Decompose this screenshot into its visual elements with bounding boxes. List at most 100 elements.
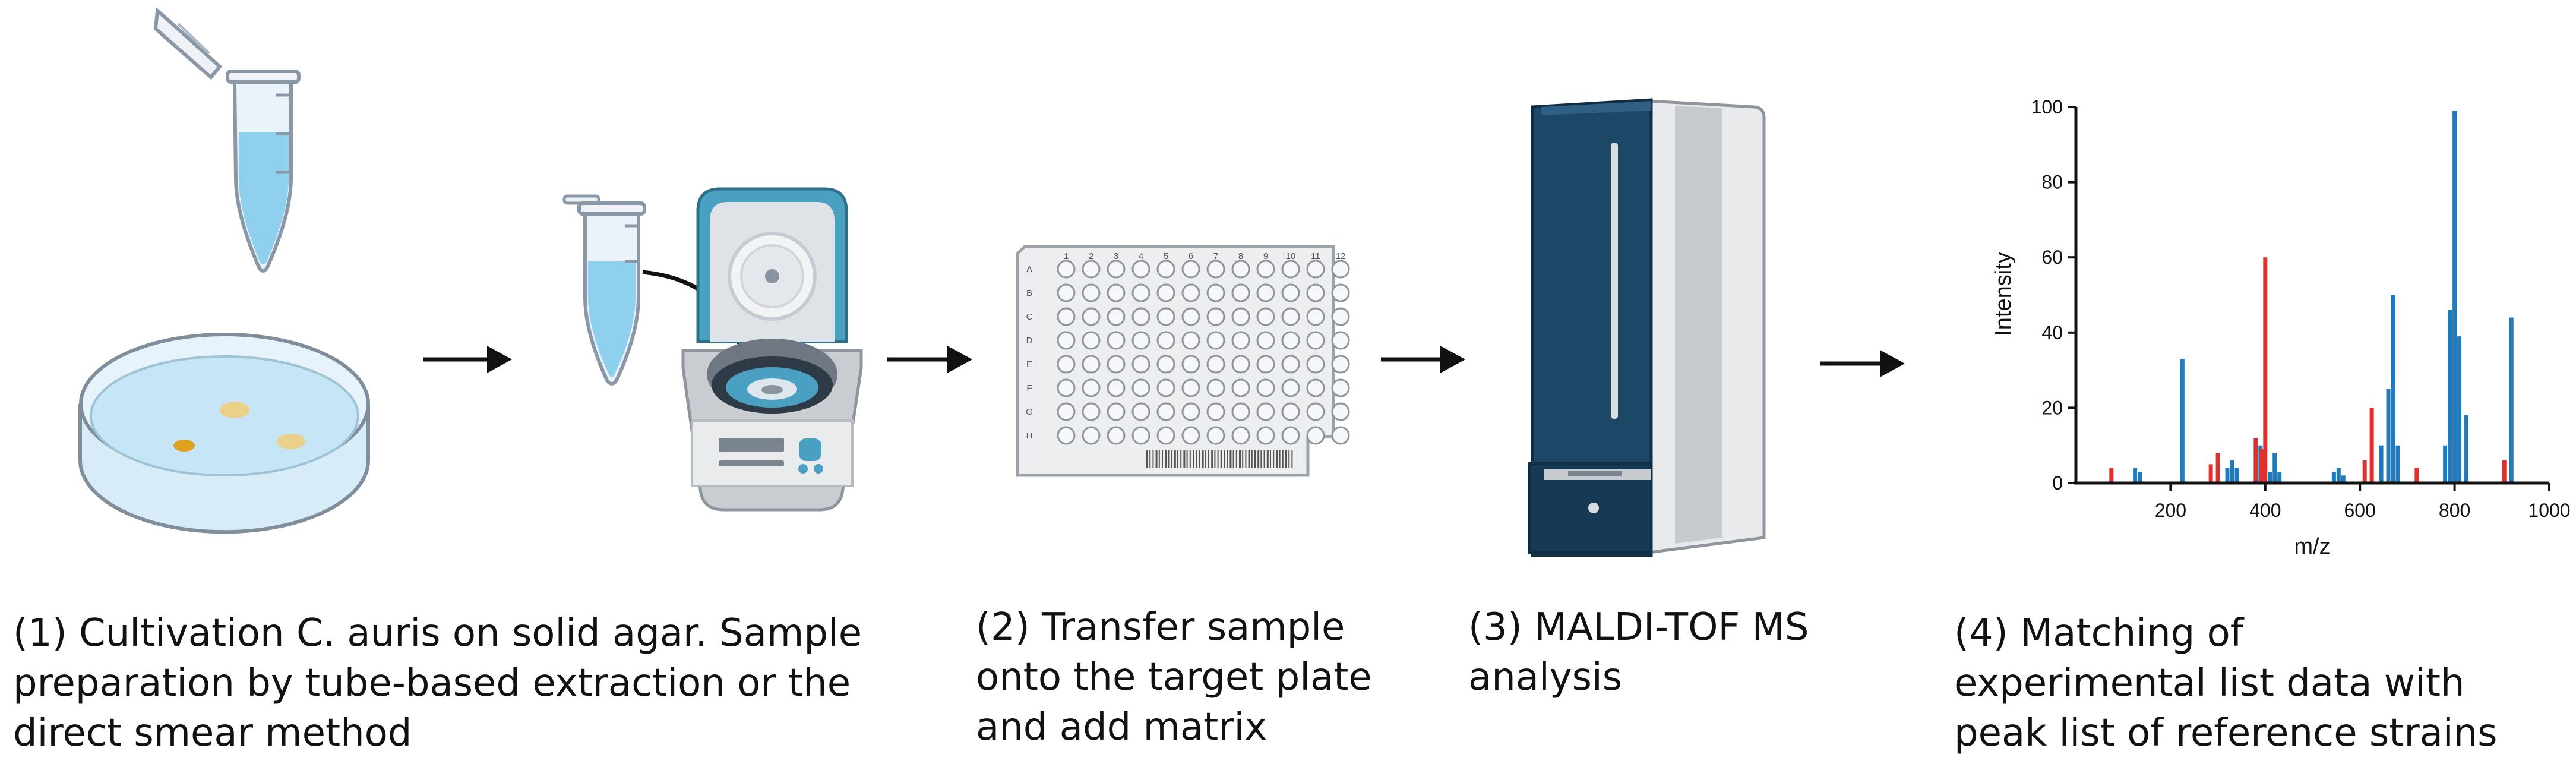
y-tick-label: 80: [2041, 172, 2063, 193]
chart-bars: [2109, 111, 2514, 483]
plate-well: [1156, 378, 1175, 397]
plate-well: [1057, 378, 1076, 397]
spectrum-peak: [2391, 295, 2395, 483]
centrifuge-icon: [681, 187, 863, 512]
y-axis-label: Intensity: [1991, 252, 2016, 336]
plate-well: [1181, 307, 1200, 326]
barcode-bar: [1211, 450, 1213, 468]
barcode-bar: [1171, 450, 1172, 468]
plate-well: [1156, 260, 1175, 279]
plate-well: [1206, 402, 1225, 421]
barcode-bar: [1291, 450, 1293, 468]
barcode-bar: [1217, 450, 1219, 468]
barcode-bar: [1282, 450, 1284, 468]
spectrum-peak: [2272, 453, 2277, 483]
plate-well: [1107, 402, 1126, 421]
barcode-bar: [1158, 450, 1160, 468]
plate-well: [1281, 260, 1300, 279]
plate-well: [1131, 378, 1150, 397]
barcode-bar: [1263, 450, 1265, 468]
spectrum-peak: [2109, 468, 2114, 483]
barcode-bar: [1146, 450, 1148, 468]
plate-well: [1306, 378, 1325, 397]
barcode-bar: [1177, 450, 1178, 468]
plate-well: [1082, 331, 1101, 350]
plate-well: [1231, 260, 1250, 279]
plate-well: [1057, 283, 1076, 302]
plate-well: [1281, 426, 1300, 445]
caption-line: (1) Cultivation C. auris on solid agar. …: [13, 611, 862, 655]
arrow-right-icon: [887, 346, 972, 373]
plate-well: [1331, 378, 1350, 397]
plate-well: [1181, 402, 1200, 421]
maldi-tof-instrument-icon: [1528, 98, 1766, 557]
plate-row-label: F: [1026, 383, 1032, 393]
caption-line: peak list of reference strains: [1954, 711, 2498, 755]
plate-well: [1057, 355, 1076, 374]
plate-row-label: G: [1026, 407, 1033, 417]
x-tick-label: 400: [2249, 500, 2281, 521]
barcode-bar: [1165, 450, 1167, 468]
plate-well: [1131, 402, 1150, 421]
barcode-bar: [1251, 450, 1253, 468]
plate-well: [1181, 283, 1200, 302]
plate-well: [1206, 260, 1225, 279]
plate-column-label: 8: [1238, 251, 1243, 261]
plate-well: [1181, 331, 1200, 350]
barcode-bar: [1270, 450, 1271, 468]
plate-well: [1331, 355, 1350, 374]
plate-well: [1107, 426, 1126, 445]
plate-well: [1331, 402, 1350, 421]
plate-well: [1057, 426, 1076, 445]
caption-line: (2) Transfer sample: [976, 605, 1345, 649]
barcode-bar: [1232, 450, 1234, 468]
barcode-bar: [1149, 450, 1151, 468]
y-tick-label: 100: [2031, 96, 2063, 118]
spectrum-peak: [2268, 472, 2272, 483]
barcode-bar: [1193, 450, 1194, 468]
plate-well: [1082, 283, 1101, 302]
spectrum-peak: [2253, 438, 2258, 483]
barcode-bar: [1208, 450, 1209, 468]
spectrum-peak: [2225, 468, 2230, 483]
plate-well: [1057, 307, 1076, 326]
plate-well: [1131, 260, 1150, 279]
plate-well: [1306, 283, 1325, 302]
spectrum-peak: [2138, 472, 2142, 483]
plate-well: [1206, 283, 1225, 302]
plate-column-label: 9: [1263, 251, 1268, 261]
spectrum-peak: [2341, 475, 2346, 483]
plate-well: [1281, 378, 1300, 397]
spectrum-peak: [2133, 468, 2138, 483]
plate-well: [1082, 355, 1101, 374]
barcode-bar: [1183, 450, 1186, 468]
arrow-right-icon: [1381, 346, 1465, 373]
plate-well: [1181, 355, 1200, 374]
plate-well: [1231, 378, 1250, 397]
plate-well: [1306, 260, 1325, 279]
step-1-caption: (1) Cultivation C. auris on solid agar. …: [13, 608, 862, 758]
plate-well: [1306, 402, 1325, 421]
barcode-bar: [1245, 450, 1247, 468]
spectrum-peak: [2379, 445, 2384, 483]
arrow-right-icon: [1820, 350, 1905, 377]
barcode-bar: [1242, 450, 1244, 468]
plate-column-label: 4: [1139, 251, 1143, 261]
barcode-bar: [1189, 450, 1191, 468]
y-tick-label: 0: [2052, 472, 2063, 494]
spectrum-peak: [2277, 472, 2282, 483]
barcode: [1146, 450, 1293, 468]
plate-well: [1331, 307, 1350, 326]
plate-well: [1256, 307, 1275, 326]
barcode-bar: [1168, 450, 1170, 468]
plate-well: [1107, 355, 1126, 374]
plate-well: [1181, 260, 1200, 279]
plate-well: [1156, 426, 1175, 445]
spectrum-peak: [2509, 317, 2514, 483]
plate-well: [1181, 378, 1200, 397]
plate-well: [1156, 307, 1175, 326]
